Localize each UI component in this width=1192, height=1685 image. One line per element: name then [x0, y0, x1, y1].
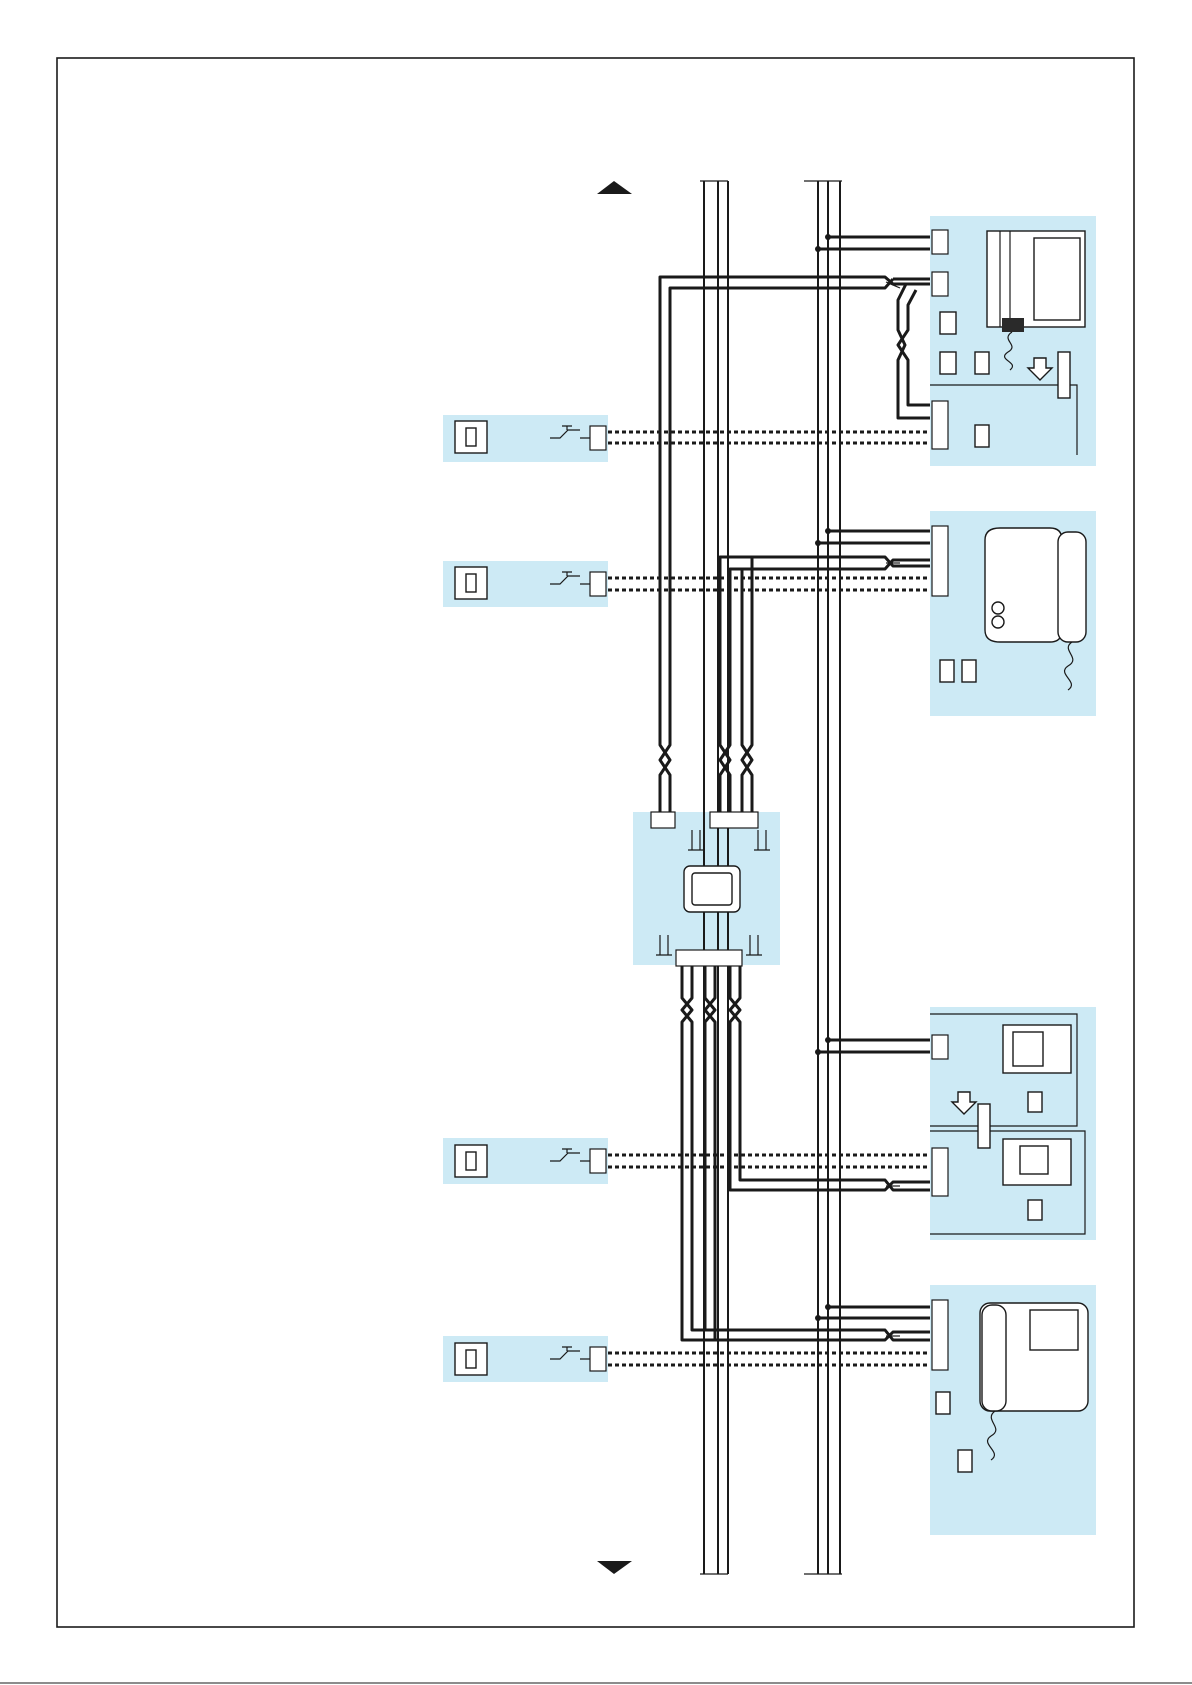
terminal-blocks	[590, 230, 948, 1371]
power-taps	[815, 234, 930, 1321]
signal-wires-bottom	[682, 965, 930, 1340]
up-arrow-icon	[597, 181, 632, 194]
down-arrow-icon	[597, 1561, 632, 1574]
crossovers	[886, 282, 900, 1336]
